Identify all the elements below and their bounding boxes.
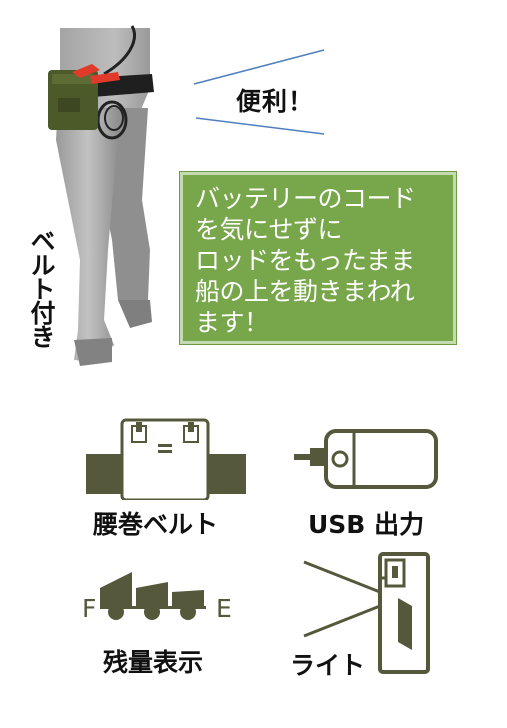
front-leg-shape	[56, 105, 120, 362]
speech-line-bottom	[195, 117, 325, 135]
level-display-feature-label: 残量表示	[103, 648, 204, 677]
callout-line: バッテリーのコード	[195, 184, 416, 213]
shoe-shape	[118, 300, 152, 328]
feature-callout-box: バッテリーのコード を気にせずに ロッドをもったまま 船の上を動きまわれ ます！	[179, 171, 457, 345]
belt-icon	[86, 418, 246, 500]
belt-feature-label: 腰巻ベルト	[93, 510, 219, 539]
battery-level-icon	[100, 572, 206, 620]
light-icon	[303, 552, 430, 674]
light-feature-label: ライト	[290, 651, 366, 680]
callout-line: を気にせずに	[195, 215, 343, 244]
callout-line: 船の上を動きまわれ	[195, 277, 415, 306]
red-clip	[72, 64, 100, 78]
red-clip	[90, 72, 120, 84]
benri-exclamation: 便利！	[236, 87, 315, 116]
battery-cord	[103, 25, 136, 76]
speech-line-top	[193, 49, 325, 85]
person-with-belt-battery-illustration	[48, 25, 325, 366]
usb-feature-label: USB 出力	[308, 510, 425, 539]
usb-port-icon	[294, 429, 438, 489]
belt-attached-label: ベルト付き	[27, 228, 56, 348]
callout-line: ます！	[195, 308, 269, 337]
gauge-left-letter: F	[82, 594, 97, 623]
gauge-right-letter: E	[216, 594, 232, 623]
shoe-shape	[74, 338, 112, 366]
callout-line: ロッドをもったまま	[195, 246, 415, 275]
